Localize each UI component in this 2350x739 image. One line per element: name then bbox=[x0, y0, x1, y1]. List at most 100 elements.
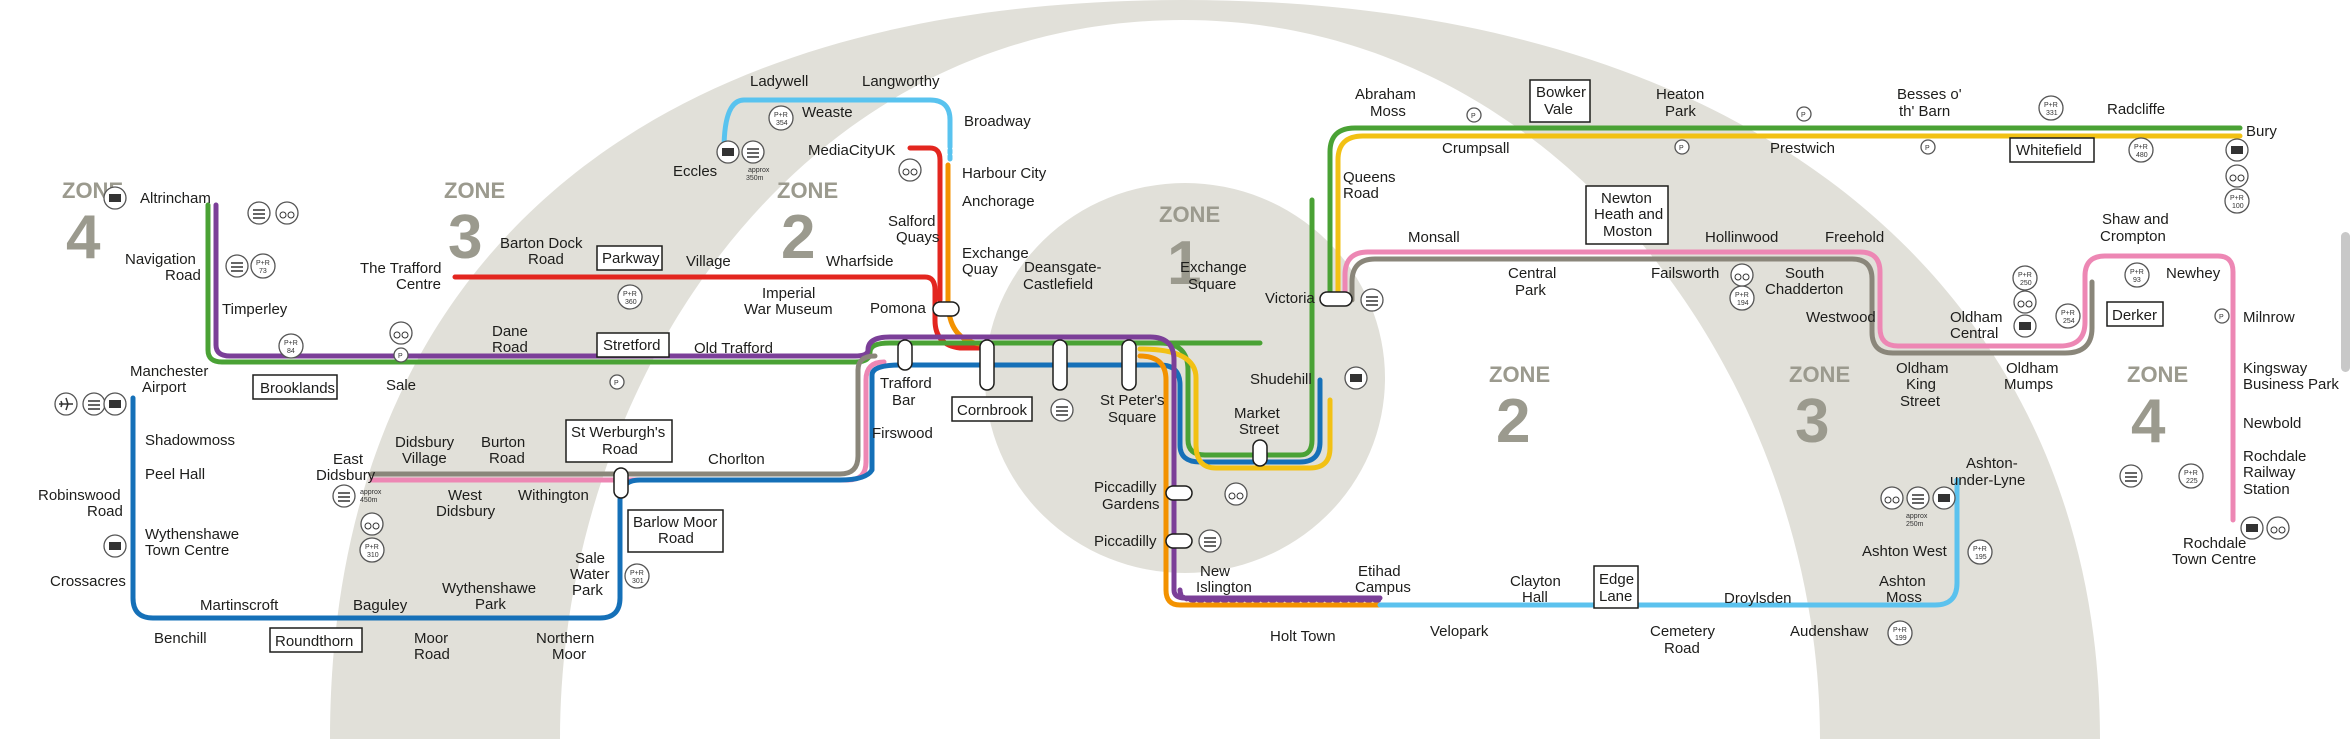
station-clayton-1[interactable]: Clayton bbox=[1510, 573, 1561, 590]
station-newhey[interactable]: Newhey bbox=[2166, 265, 2221, 282]
station-heaton-park-2[interactable]: Park bbox=[1665, 103, 1696, 120]
station-crumpsall[interactable]: Crumpsall bbox=[1442, 140, 1510, 157]
station-navigation-road-1[interactable]: Navigation bbox=[125, 251, 196, 268]
station-rochdale-rs-3[interactable]: Station bbox=[2243, 481, 2290, 498]
station-iwm-2[interactable]: War Museum bbox=[744, 301, 833, 318]
station-abraham-moss-2[interactable]: Moss bbox=[1370, 103, 1406, 120]
station-benchill[interactable]: Benchill bbox=[154, 630, 207, 647]
station-king-st-3[interactable]: Street bbox=[1900, 393, 1941, 410]
station-milnrow[interactable]: Milnrow bbox=[2243, 309, 2295, 326]
station-edge-lane-1[interactable]: Edge bbox=[1599, 571, 1634, 588]
station-westwood[interactable]: Westwood bbox=[1806, 309, 1876, 326]
station-wyth-park-2[interactable]: Park bbox=[475, 596, 506, 613]
station-weaste[interactable]: Weaste bbox=[802, 104, 853, 121]
station-besses-2[interactable]: th' Barn bbox=[1899, 103, 1950, 120]
station-king-st-2[interactable]: King bbox=[1906, 376, 1936, 393]
station-st-peters-2[interactable]: Square bbox=[1108, 409, 1156, 426]
station-trafford-bar-1[interactable]: Trafford bbox=[880, 375, 932, 392]
station-pic-gardens-1[interactable]: Piccadilly bbox=[1094, 479, 1157, 496]
station-village[interactable]: Village bbox=[686, 253, 731, 270]
station-ashton-ul-1[interactable]: Ashton- bbox=[1966, 455, 2018, 472]
station-trafford-centre-1[interactable]: The Trafford bbox=[360, 260, 441, 277]
station-etihad-2[interactable]: Campus bbox=[1355, 579, 1411, 596]
station-robinswood-2[interactable]: Road bbox=[87, 503, 123, 520]
station-dane-road-2[interactable]: Road bbox=[492, 339, 528, 356]
station-west-didsbury-1[interactable]: West bbox=[448, 487, 483, 504]
station-clayton-2[interactable]: Hall bbox=[1522, 589, 1548, 606]
station-abraham-moss-1[interactable]: Abraham bbox=[1355, 86, 1416, 103]
station-exchange-sq-2[interactable]: Square bbox=[1188, 276, 1236, 293]
station-rochdale-tc-2[interactable]: Town Centre bbox=[2172, 551, 2256, 568]
station-hollinwood[interactable]: Hollinwood bbox=[1705, 229, 1778, 246]
station-deansgate-2[interactable]: Castlefield bbox=[1023, 276, 1093, 293]
station-sale-water-2[interactable]: Water bbox=[570, 566, 609, 583]
station-new-islington-1[interactable]: New bbox=[1200, 563, 1230, 580]
station-peel-hall[interactable]: Peel Hall bbox=[145, 466, 205, 483]
station-st-werburghs-1[interactable]: St Werburgh's bbox=[571, 424, 665, 441]
station-freehold[interactable]: Freehold bbox=[1825, 229, 1884, 246]
station-anchorage[interactable]: Anchorage bbox=[962, 193, 1035, 210]
station-etihad-1[interactable]: Etihad bbox=[1358, 563, 1401, 580]
station-northern-moor-1[interactable]: Northern bbox=[536, 630, 594, 647]
station-east-didsbury-1[interactable]: East bbox=[333, 451, 364, 468]
station-brooklands[interactable]: Brooklands bbox=[260, 380, 335, 397]
station-ashton-west[interactable]: Ashton West bbox=[1862, 543, 1948, 560]
station-salford-quays-1[interactable]: Salford bbox=[888, 213, 936, 230]
station-stretford[interactable]: Stretford bbox=[603, 337, 661, 354]
station-shaw-1[interactable]: Shaw and bbox=[2102, 211, 2169, 228]
station-piccadilly[interactable]: Piccadilly bbox=[1094, 533, 1157, 550]
station-mumps-1[interactable]: Oldham bbox=[2006, 360, 2059, 377]
cornbrook-stop[interactable] bbox=[979, 339, 995, 391]
station-barlow-2[interactable]: Road bbox=[658, 530, 694, 547]
station-wythenshawe-tc-2[interactable]: Town Centre bbox=[145, 542, 229, 559]
station-parkway[interactable]: Parkway bbox=[602, 250, 660, 267]
vertical-scrollbar[interactable] bbox=[2341, 232, 2350, 372]
victoria-stop[interactable] bbox=[1319, 291, 1353, 307]
station-didsbury-village-2[interactable]: Village bbox=[402, 450, 447, 467]
station-newton-heath-2[interactable]: Heath and bbox=[1594, 206, 1663, 223]
station-audenshaw[interactable]: Audenshaw bbox=[1790, 623, 1869, 640]
station-barton-1[interactable]: Barton Dock bbox=[500, 235, 583, 252]
station-radcliffe[interactable]: Radcliffe bbox=[2107, 101, 2165, 118]
station-ladywell[interactable]: Ladywell bbox=[750, 73, 808, 90]
station-victoria[interactable]: Victoria bbox=[1265, 290, 1315, 307]
station-droylsden[interactable]: Droylsden bbox=[1724, 590, 1792, 607]
station-shadowmoss[interactable]: Shadowmoss bbox=[145, 432, 235, 449]
station-st-peters-1[interactable]: St Peter's bbox=[1100, 392, 1165, 409]
station-harbour-city[interactable]: Harbour City bbox=[962, 165, 1047, 182]
station-besses-1[interactable]: Besses o' bbox=[1897, 86, 1962, 103]
station-deansgate-1[interactable]: Deansgate- bbox=[1024, 259, 1102, 276]
station-shudehill[interactable]: Shudehill bbox=[1250, 371, 1312, 388]
station-firswood[interactable]: Firswood bbox=[872, 425, 933, 442]
station-roundthorn[interactable]: Roundthorn bbox=[275, 633, 353, 650]
station-bowker-vale-1[interactable]: Bowker bbox=[1536, 84, 1586, 101]
station-moor-road-2[interactable]: Road bbox=[414, 646, 450, 663]
station-rochdale-tc-1[interactable]: Rochdale bbox=[2183, 535, 2246, 552]
station-salford-quays-2[interactable]: Quays bbox=[896, 229, 939, 246]
station-cemetery-1[interactable]: Cemetery bbox=[1650, 623, 1716, 640]
station-velopark[interactable]: Velopark bbox=[1430, 623, 1489, 640]
st-werburghs-stop[interactable] bbox=[613, 467, 629, 499]
station-burton-road-2[interactable]: Road bbox=[489, 450, 525, 467]
station-trafford-centre-2[interactable]: Centre bbox=[396, 276, 441, 293]
deansgate-stop[interactable] bbox=[1052, 339, 1068, 391]
station-robinswood-1[interactable]: Robinswood bbox=[38, 487, 121, 504]
station-st-werburghs-2[interactable]: Road bbox=[602, 441, 638, 458]
station-sale-water-3[interactable]: Park bbox=[572, 582, 603, 599]
station-bowker-vale-2[interactable]: Vale bbox=[1544, 101, 1573, 118]
station-market-street-2[interactable]: Street bbox=[1239, 421, 1280, 438]
station-rochdale-rs-1[interactable]: Rochdale bbox=[2243, 448, 2306, 465]
station-central-park-2[interactable]: Park bbox=[1515, 282, 1546, 299]
station-timperley[interactable]: Timperley bbox=[222, 301, 288, 318]
station-oldham-central-2[interactable]: Central bbox=[1950, 325, 1998, 342]
station-exchange-quay-2[interactable]: Quay bbox=[962, 261, 998, 278]
station-king-st-1[interactable]: Oldham bbox=[1896, 360, 1949, 377]
station-wythenshawe-tc-1[interactable]: Wythenshawe bbox=[145, 526, 239, 543]
station-eccles[interactable]: Eccles bbox=[673, 163, 717, 180]
station-ashton-moss-2[interactable]: Moss bbox=[1886, 589, 1922, 606]
station-crossacres[interactable]: Crossacres bbox=[50, 573, 126, 590]
station-south-chad-2[interactable]: Chadderton bbox=[1765, 281, 1843, 298]
station-mumps-2[interactable]: Mumps bbox=[2004, 376, 2053, 393]
station-dane-road-1[interactable]: Dane bbox=[492, 323, 528, 340]
station-langworthy[interactable]: Langworthy bbox=[862, 73, 940, 90]
